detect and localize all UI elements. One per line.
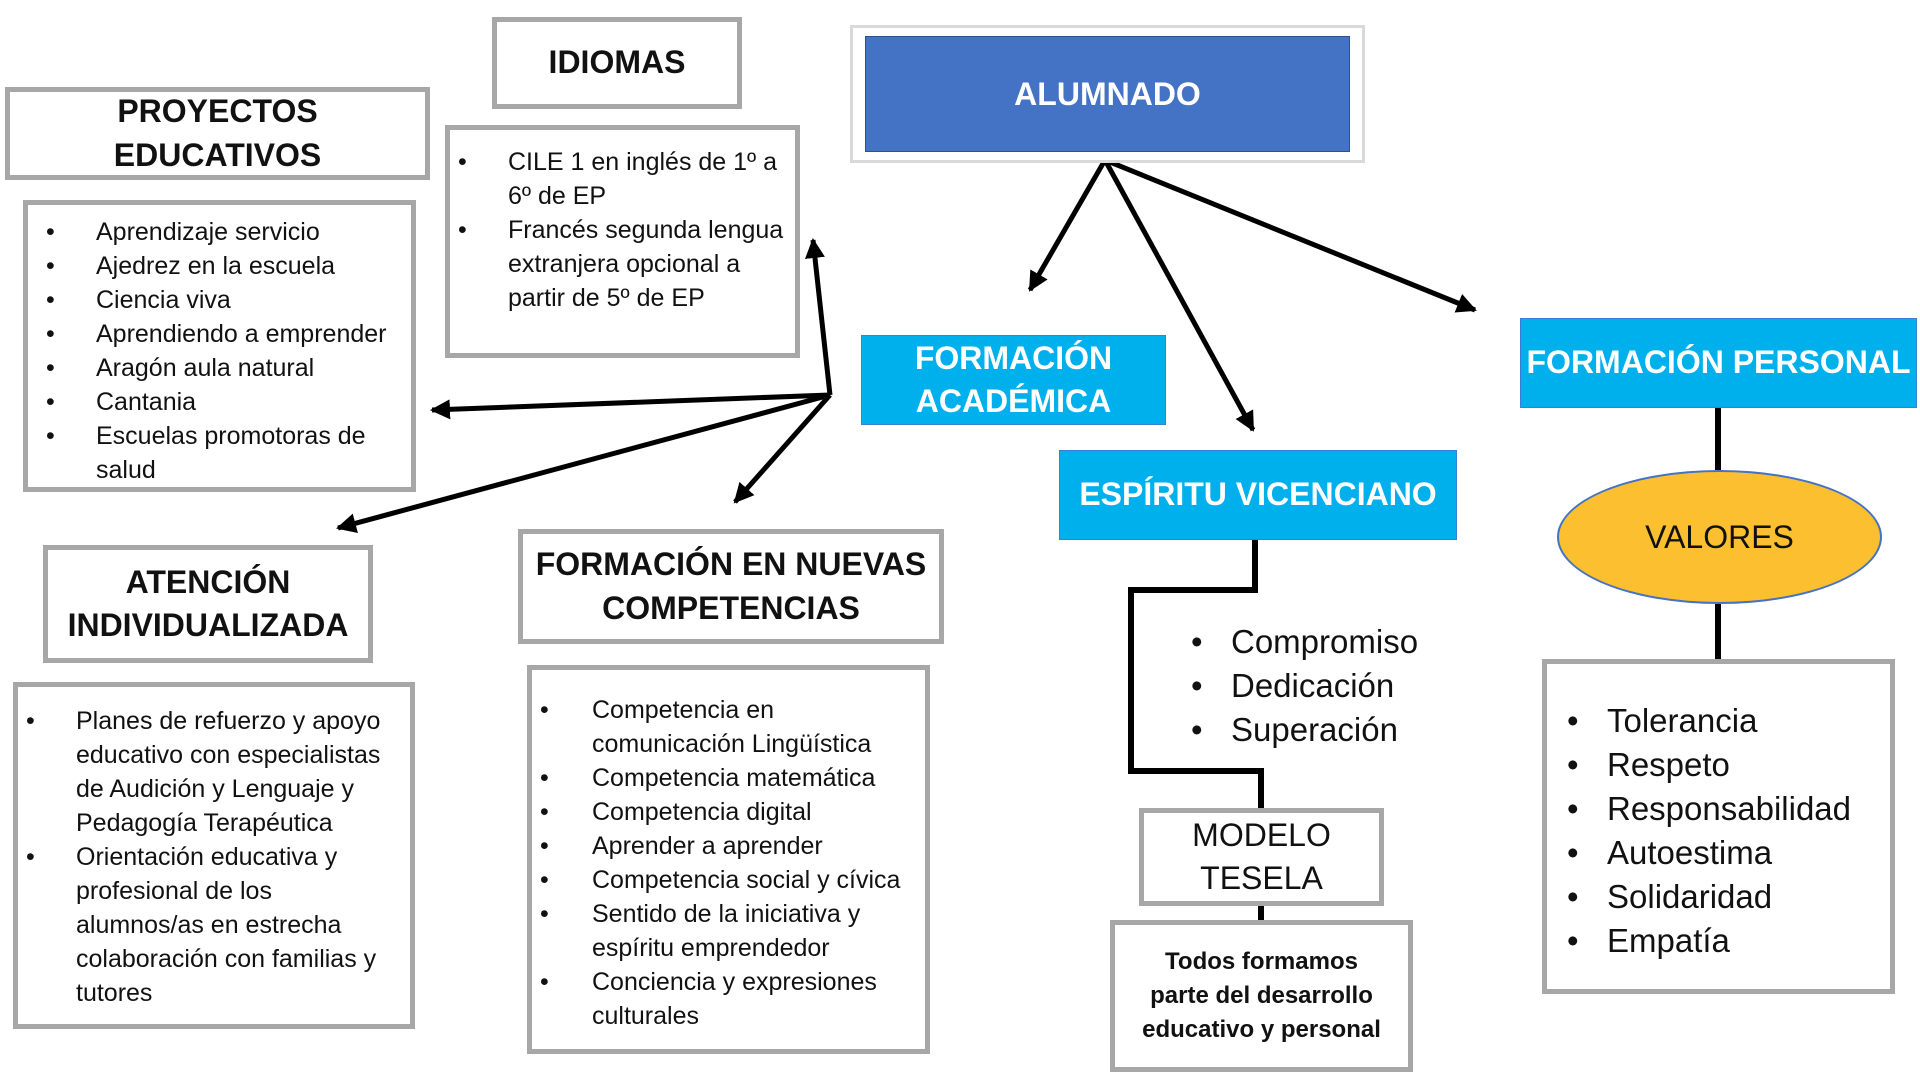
arrow-to-formacion-personal xyxy=(1104,157,1477,313)
nuevas-competencias-title-box: FORMACIÓN EN NUEVAS COMPETENCIAS xyxy=(518,529,944,644)
arrow-to-atencion-individualizada xyxy=(336,392,831,533)
formacion-academica-line2: ACADÉMICA xyxy=(915,383,1112,419)
list-item: Ciencia viva xyxy=(38,283,403,317)
nuevas-competencias-list: Competencia en comunicación Lingüística … xyxy=(532,693,915,1033)
list-item: Escuelas promotoras de salud xyxy=(38,419,403,487)
list-item: Planes de refuerzo y apoyo educativo con… xyxy=(18,704,400,840)
atencion-title-line1: ATENCIÓN xyxy=(125,563,291,600)
list-item: Cantania xyxy=(38,385,403,419)
valores-ellipse: VALORES xyxy=(1557,470,1882,604)
list-item: Conciencia y expresiones culturales xyxy=(532,965,915,1033)
list-item: Tolerancia xyxy=(1561,699,1884,743)
formacion-personal-label: FORMACIÓN PERSONAL xyxy=(1526,344,1911,381)
list-item: Competencia social y cívica xyxy=(532,863,915,897)
valores-list: Tolerancia Respeto Responsabilidad Autoe… xyxy=(1561,699,1884,963)
list-item: Aragón aula natural xyxy=(38,351,403,385)
atencion-individualizada-list: Planes de refuerzo y apoyo educativo con… xyxy=(18,704,400,1010)
list-item: Orientación educativa y profesional de l… xyxy=(18,840,400,1010)
espiritu-vicenciano-label: ESPÍRITU VICENCIANO xyxy=(1079,476,1437,513)
proyectos-educativos-list-box: Aprendizaje servicio Ajedrez en la escue… xyxy=(23,200,416,492)
list-item: Autoestima xyxy=(1561,831,1884,875)
modelo-tesela-line2: TESELA xyxy=(1200,860,1323,896)
list-item: Francés segunda lengua extranjera opcion… xyxy=(450,213,785,315)
list-item: Competencia matemática xyxy=(532,761,915,795)
list-item: Ajedrez en la escuela xyxy=(38,249,403,283)
modelo-tesela-line1: MODELO xyxy=(1192,816,1331,853)
vicenciano-values: Compromiso Dedicación Superación xyxy=(1185,620,1425,752)
arrow-to-proyectos-educativos xyxy=(430,392,831,420)
valores-list-box: Tolerancia Respeto Responsabilidad Autoe… xyxy=(1542,659,1895,994)
valores-label: VALORES xyxy=(1645,518,1794,555)
list-item: Responsabilidad xyxy=(1561,787,1884,831)
nuevas-competencias-title-line1: FORMACIÓN EN NUEVAS xyxy=(535,546,927,583)
list-item: Superación xyxy=(1185,708,1425,752)
todos-formamos-box: Todos formamos parte del desarrollo educ… xyxy=(1110,920,1413,1072)
proyectos-educativos-list: Aprendizaje servicio Ajedrez en la escue… xyxy=(38,215,403,487)
todos-formamos-line2: parte del desarrollo xyxy=(1150,982,1373,1009)
todos-formamos-line1: Todos formamos xyxy=(1165,948,1358,975)
list-item: Aprendizaje servicio xyxy=(38,215,403,249)
nuevas-competencias-title-line2: COMPETENCIAS xyxy=(602,589,860,626)
formacion-personal-box: FORMACIÓN PERSONAL xyxy=(1520,318,1917,408)
espiritu-vicenciano-box: ESPÍRITU VICENCIANO xyxy=(1059,450,1457,540)
atencion-individualizada-list-box: Planes de refuerzo y apoyo educativo con… xyxy=(13,682,415,1029)
list-item: Aprender a aprender xyxy=(532,829,915,863)
atencion-individualizada-title-box: ATENCIÓN INDIVIDUALIZADA xyxy=(43,545,373,663)
list-item: Compromiso xyxy=(1185,620,1425,664)
list-item: Aprendiendo a emprender xyxy=(38,317,403,351)
alumnado-fill: ALUMNADO xyxy=(865,36,1350,152)
formacion-academica-line1: FORMACIÓN xyxy=(914,339,1113,376)
formacion-academica-box: FORMACIÓN ACADÉMICA xyxy=(861,335,1166,425)
idiomas-list-box: CILE 1 en inglés de 1º a 6º de EP Francé… xyxy=(445,125,800,358)
arrow-to-formacion-academica xyxy=(1027,158,1108,292)
list-item: Solidaridad xyxy=(1561,875,1884,919)
list-item: CILE 1 en inglés de 1º a 6º de EP xyxy=(450,145,785,213)
arrow-to-espiritu-vicenciano xyxy=(1102,158,1256,432)
atencion-title-line2: INDIVIDUALIZADA xyxy=(67,607,349,643)
vicenciano-connector xyxy=(1128,540,1264,812)
arrow-to-nuevas-competencias xyxy=(733,393,832,504)
proyectos-educativos-title: PROYECTOS EDUCATIVOS xyxy=(113,93,322,173)
list-item: Empatía xyxy=(1561,919,1884,963)
list-item: Respeto xyxy=(1561,743,1884,787)
list-item: Competencia digital xyxy=(532,795,915,829)
list-item: Competencia en comunicación Lingüística xyxy=(532,693,915,761)
list-item: Sentido de la iniciativa y espíritu empr… xyxy=(532,897,915,965)
nuevas-competencias-list-box: Competencia en comunicación Lingüística … xyxy=(527,665,930,1054)
vicenciano-values-list: Compromiso Dedicación Superación xyxy=(1185,620,1425,752)
proyectos-educativos-title-box: PROYECTOS EDUCATIVOS xyxy=(5,87,430,180)
todos-formamos-line3: educativo y personal xyxy=(1142,1016,1381,1043)
idiomas-title-box: IDIOMAS xyxy=(492,17,742,109)
list-item: Dedicación xyxy=(1185,664,1425,708)
idiomas-title: IDIOMAS xyxy=(548,44,686,81)
alumnado-box: ALUMNADO xyxy=(850,25,1365,163)
alumnado-label: ALUMNADO xyxy=(1014,75,1201,112)
modelo-tesela-box: MODELO TESELA xyxy=(1139,808,1384,906)
idiomas-list: CILE 1 en inglés de 1º a 6º de EP Francé… xyxy=(450,145,785,315)
arrow-to-idiomas xyxy=(805,238,833,396)
